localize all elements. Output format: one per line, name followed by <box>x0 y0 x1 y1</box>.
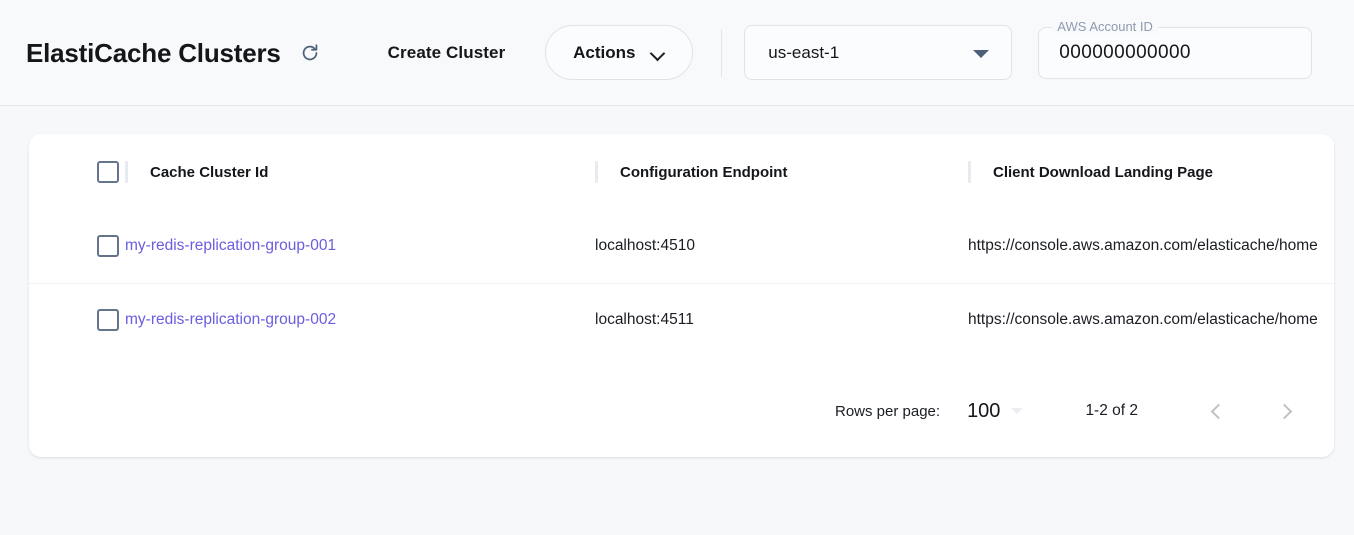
cell-cluster-id: my-redis-replication-group-002 <box>125 283 595 356</box>
column-separator <box>595 161 598 183</box>
refresh-icon[interactable] <box>295 38 325 68</box>
pagination-range-label: 1-2 of 2 <box>1085 402 1138 420</box>
table-pagination: Rows per page: 100 1-2 of 2 <box>29 365 1334 457</box>
column-header-client-download-landing-page[interactable]: Client Download Landing Page <box>968 134 1334 210</box>
cell-client-download-landing-page: https://console.aws.amazon.com/elasticac… <box>968 210 1334 283</box>
row-checkbox[interactable] <box>97 309 119 331</box>
column-separator <box>968 161 971 183</box>
next-page-button[interactable] <box>1264 391 1304 431</box>
column-separator <box>125 161 128 183</box>
app-header: ElastiCache Clusters Create Cluster Acti… <box>0 0 1354 106</box>
cluster-id-link[interactable]: my-redis-replication-group-002 <box>125 311 336 328</box>
table-row: my-redis-replication-group-002 localhost… <box>29 283 1334 356</box>
cell-configuration-endpoint: localhost:4511 <box>595 283 968 356</box>
cell-configuration-endpoint: localhost:4510 <box>595 210 968 283</box>
rows-per-page-label: Rows per page: <box>835 403 940 420</box>
table-body: my-redis-replication-group-001 localhost… <box>29 210 1334 356</box>
region-select-value: us-east-1 <box>768 43 839 63</box>
triangle-down-icon <box>973 50 989 58</box>
column-header-label: Cache Cluster Id <box>150 164 268 181</box>
actions-button[interactable]: Actions <box>545 25 693 80</box>
column-header-configuration-endpoint[interactable]: Configuration Endpoint <box>595 134 968 210</box>
column-header-cluster-id[interactable]: Cache Cluster Id <box>125 134 595 210</box>
header-divider <box>721 29 722 77</box>
rows-per-page-caret-icon[interactable] <box>1011 408 1023 414</box>
region-select[interactable]: us-east-1 <box>744 25 1012 80</box>
page-title: ElastiCache Clusters <box>26 40 281 66</box>
aws-account-id-field[interactable]: AWS Account ID <box>1038 27 1312 79</box>
aws-account-id-input[interactable] <box>1057 41 1311 65</box>
cell-cluster-id: my-redis-replication-group-001 <box>125 210 595 283</box>
column-header-label: Configuration Endpoint <box>620 164 787 181</box>
table-header-row: Cache Cluster Id Configuration Endpoint … <box>29 134 1334 210</box>
row-select-cell <box>29 283 125 356</box>
clusters-table: Cache Cluster Id Configuration Endpoint … <box>29 134 1334 356</box>
row-checkbox[interactable] <box>97 235 119 257</box>
chevron-right-icon <box>1276 403 1292 419</box>
select-all-checkbox[interactable] <box>97 161 119 183</box>
select-all-cell <box>29 134 125 210</box>
clusters-card: Cache Cluster Id Configuration Endpoint … <box>29 134 1334 457</box>
title-group: ElastiCache Clusters <box>26 38 325 68</box>
actions-button-label: Actions <box>573 43 635 63</box>
previous-page-button[interactable] <box>1198 391 1238 431</box>
column-header-label: Client Download Landing Page <box>993 164 1213 181</box>
aws-account-id-label: AWS Account ID <box>1052 20 1158 33</box>
rows-per-page-select[interactable]: 100 <box>967 400 1000 423</box>
chevron-down-icon <box>651 48 665 57</box>
cluster-id-link[interactable]: my-redis-replication-group-001 <box>125 237 336 254</box>
table-header: Cache Cluster Id Configuration Endpoint … <box>29 134 1334 210</box>
chevron-left-icon <box>1210 403 1226 419</box>
row-select-cell <box>29 210 125 283</box>
cell-client-download-landing-page: https://console.aws.amazon.com/elasticac… <box>968 283 1334 356</box>
table-row: my-redis-replication-group-001 localhost… <box>29 210 1334 283</box>
create-cluster-button[interactable]: Create Cluster <box>382 35 512 71</box>
